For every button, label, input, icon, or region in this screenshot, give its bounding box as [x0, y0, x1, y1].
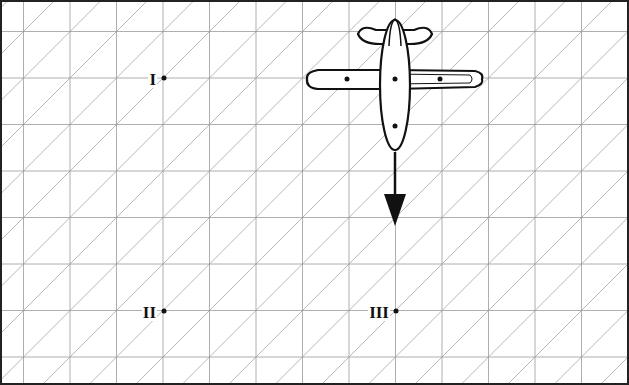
grid-line: [256, 0, 257, 385]
diagonal-line: [89, 0, 474, 385]
grid-line: [535, 0, 536, 385]
point: [394, 309, 399, 314]
fin: [389, 19, 401, 46]
grid-line: [302, 0, 303, 385]
velocity-arrow: [394, 152, 397, 200]
diagonal-line: [554, 0, 629, 385]
arrow-head: [384, 194, 406, 226]
grid-line: [209, 0, 210, 385]
diagonal-line: [228, 0, 613, 385]
diagonal-line: [0, 0, 241, 385]
grid-line: [23, 0, 24, 385]
diagonal-line: [461, 0, 629, 385]
diagonal-line: [600, 0, 629, 385]
grid-line: [349, 0, 350, 385]
point-label: II: [142, 304, 157, 321]
diagonal-line: [0, 0, 148, 385]
diagonal-line: [182, 0, 567, 385]
diagonal-line: [321, 0, 629, 385]
grid-line: [442, 0, 443, 385]
point: [393, 77, 398, 82]
point-label: III: [368, 304, 390, 321]
diagonal-line: [0, 0, 195, 385]
point: [393, 124, 398, 129]
grid-line: [488, 0, 489, 385]
diagonal-line: [0, 0, 381, 385]
diagonal-line: [414, 0, 629, 385]
diagonal-line: [507, 0, 629, 385]
diagonal-line: [275, 0, 629, 385]
diagonal-line: [368, 0, 629, 385]
diagonal-line: [0, 0, 288, 385]
diagonal-line: [0, 0, 102, 385]
fuselage: [380, 20, 410, 150]
point: [162, 309, 167, 314]
grid-line: [163, 0, 164, 385]
diagonal-line: [0, 0, 55, 385]
grid-line: [581, 0, 582, 385]
grid-line: [70, 0, 71, 385]
point: [162, 76, 167, 81]
grid-line: [116, 0, 117, 385]
diagonal-line: [135, 0, 520, 385]
point-label: I: [148, 71, 157, 88]
airplane: [307, 19, 482, 150]
diagonal-line: [42, 0, 427, 385]
diagonal-line: [0, 0, 334, 385]
point: [438, 77, 443, 82]
point: [345, 77, 350, 82]
